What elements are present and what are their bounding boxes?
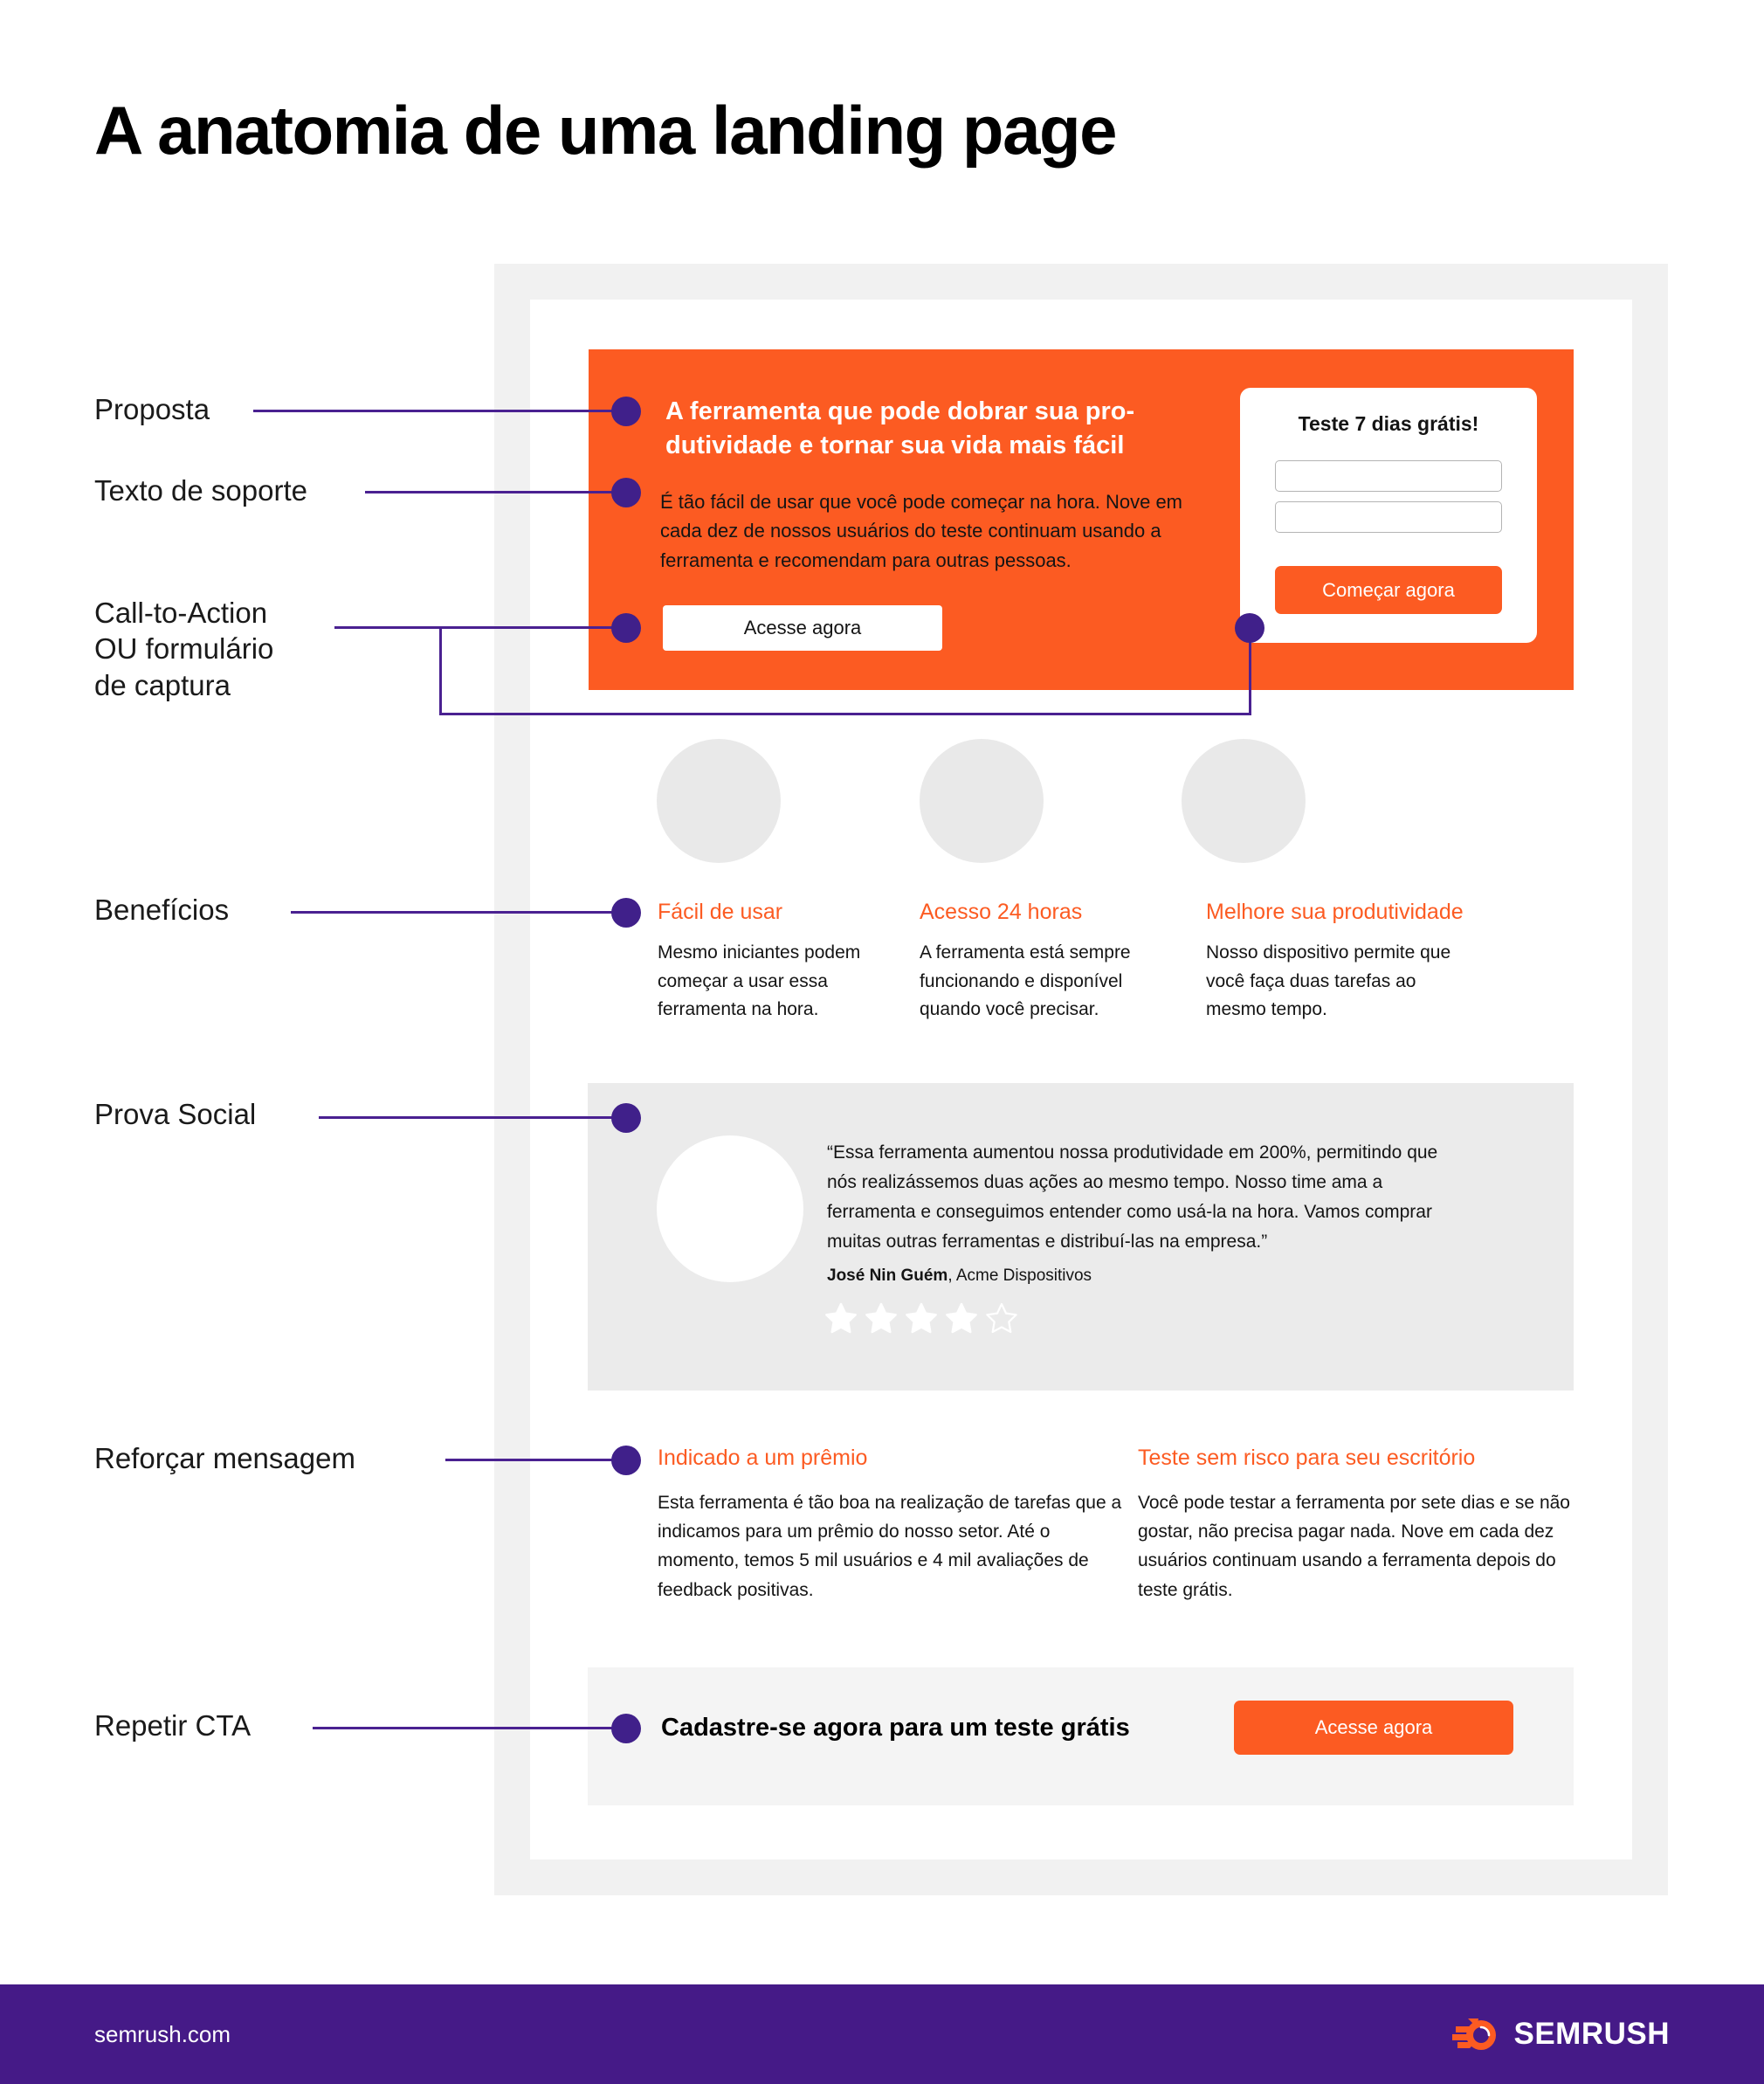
- semrush-comet-icon: [1452, 2013, 1501, 2055]
- benefit-body-1: Mesmo iniciantes podem começar a usar es…: [658, 942, 861, 1020]
- annotation-label-prova-social: Prova Social: [94, 1098, 257, 1130]
- form-field-1[interactable]: [1275, 460, 1502, 492]
- hero-subtext: É tão fácil de usar que você pode começa…: [660, 491, 1183, 571]
- benefit-image-placeholder-2: [920, 739, 1044, 863]
- connector-beneficios: [291, 911, 618, 914]
- form-submit-button[interactable]: Começar agora: [1275, 566, 1502, 614]
- connector-dot-repetir-cta: [611, 1714, 641, 1743]
- testimonial-author-company: , Acme Dispositivos: [947, 1266, 1092, 1285]
- testimonial-rating: [824, 1301, 1018, 1335]
- benefit-column-1: Fácil de usar Mesmo iniciantes podem com…: [658, 900, 909, 1025]
- connector-dot-cta: [611, 613, 641, 643]
- reinforce-body-1: Esta ferramenta é tão boa na realização …: [658, 1493, 1122, 1600]
- benefit-column-2: Acesso 24 horas A ferramenta está sempre…: [920, 900, 1171, 1025]
- footer-logo: SEMRUSH: [1452, 2013, 1670, 2055]
- connector-texto-suporte: [365, 491, 618, 493]
- final-cta-button[interactable]: Acesse agora: [1234, 1701, 1513, 1755]
- connector-cta-rise: [1249, 626, 1251, 715]
- connector-reforcar: [445, 1459, 618, 1461]
- annotation-label-texto-suporte: Texto de soporte: [94, 474, 307, 507]
- connector-dot-proposta: [611, 397, 641, 426]
- testimonial-avatar: [657, 1135, 803, 1282]
- page-title: A anatomia de uma landing page: [94, 92, 1117, 169]
- annotation-label-proposta: Proposta: [94, 393, 210, 425]
- star-filled-icon: [946, 1302, 977, 1334]
- star-empty-icon: [986, 1302, 1017, 1334]
- testimonial-author: José Nin Guém, Acme Dispositivos: [827, 1266, 1092, 1286]
- reinforce-column-1: Indicado a um prêmio Esta ferramenta é t…: [658, 1446, 1129, 1604]
- footer-url[interactable]: semrush.com: [94, 2021, 231, 2047]
- benefit-image-placeholder-1: [657, 739, 781, 863]
- connector-repetir-cta: [313, 1727, 618, 1729]
- reinforce-heading-2: Teste sem risco para seu escritório: [1138, 1446, 1476, 1470]
- connector-dot-form: [1235, 613, 1264, 643]
- testimonial-quote: “Essa ferramenta aumentou nossa produtiv…: [827, 1142, 1438, 1252]
- connector-cta-bottom: [439, 713, 1251, 715]
- annotation-label-repetir-cta: Repetir CTA: [94, 1709, 252, 1742]
- reinforce-column-2: Teste sem risco para seu escritório Você…: [1138, 1446, 1575, 1604]
- annotation-label-cta-form: Call-to-Action OU formulário de captura: [94, 597, 274, 701]
- star-filled-icon: [825, 1302, 857, 1334]
- reinforce-heading-1: Indicado a um prêmio: [658, 1446, 868, 1470]
- benefit-image-placeholder-3: [1182, 739, 1306, 863]
- annotation-label-reforcar: Reforçar mensagem: [94, 1442, 355, 1474]
- connector-cta-drop: [439, 626, 442, 715]
- connector-dot-reforcar: [611, 1446, 641, 1475]
- hero-headline: A ferramenta que pode dobrar sua pro- du…: [665, 397, 1135, 459]
- reinforce-body-2: Você pode testar a ferramenta por sete d…: [1138, 1493, 1570, 1600]
- connector-cta-horizontal: [334, 626, 618, 629]
- footer-brand-name: SEMRUSH: [1513, 2017, 1670, 2051]
- connector-prova-social: [319, 1116, 618, 1119]
- connector-proposta: [253, 410, 618, 412]
- form-title: Teste 7 dias grátis!: [1298, 412, 1479, 435]
- form-field-2[interactable]: [1275, 501, 1502, 533]
- testimonial-author-name: José Nin Guém: [827, 1266, 948, 1285]
- connector-dot-beneficios: [611, 898, 641, 928]
- annotation-label-beneficios: Benefícios: [94, 894, 230, 926]
- benefit-heading-1: Fácil de usar: [658, 900, 783, 924]
- benefit-heading-2: Acesso 24 horas: [920, 900, 1083, 924]
- star-filled-icon: [865, 1302, 897, 1334]
- signup-form-card: Teste 7 dias grátis! Começar agora: [1240, 388, 1537, 643]
- star-filled-icon: [906, 1302, 937, 1334]
- benefit-heading-3: Melhore sua produtividade: [1206, 900, 1464, 924]
- final-cta-text: Cadastre-se agora para um teste grátis: [661, 1714, 1130, 1742]
- connector-dot-prova-social: [611, 1103, 641, 1133]
- benefit-body-2: A ferramenta está sempre funcionando e d…: [920, 942, 1131, 1020]
- benefit-body-3: Nosso dispositivo permite que você faça …: [1206, 942, 1451, 1020]
- benefit-column-3: Melhore sua produtividade Nosso disposit…: [1206, 900, 1555, 1025]
- connector-dot-texto-suporte: [611, 478, 641, 507]
- hero-cta-button[interactable]: Acesse agora: [663, 605, 942, 651]
